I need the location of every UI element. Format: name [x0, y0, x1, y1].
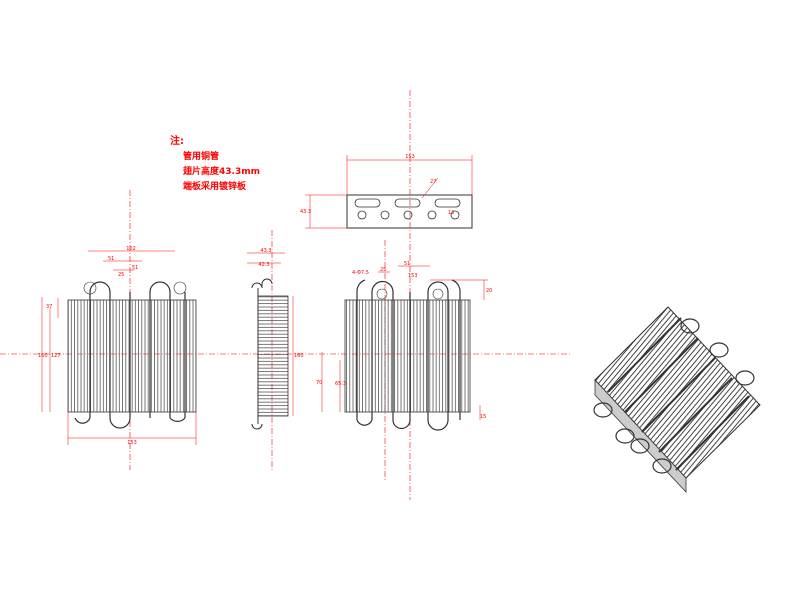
top-view: 153 43.3 27 13 [300, 154, 473, 229]
front-view: 102 51 51 25 153 160 127 37 [38, 246, 197, 446]
front-h1: 160 [38, 353, 48, 359]
top-width-label: 153 [405, 154, 415, 160]
side-inner: 42.3 [258, 262, 269, 268]
center-lines [0, 90, 570, 500]
isometric-view [593, 306, 761, 494]
front-h3: 37 [46, 304, 52, 310]
back-p2: 51 [404, 261, 410, 267]
back-view: 4-Φ7.5 25 51 153 20 15 70 65.3 [316, 261, 492, 431]
front-pitch4: 25 [118, 272, 124, 278]
top-hole-label: 27 [430, 179, 436, 185]
side-view: 43.3 42.3 160 [247, 248, 304, 430]
back-right-bot: 15 [480, 414, 486, 420]
back-holes: 4-Φ7.5 [352, 270, 369, 276]
back-h2: 65.3 [335, 381, 346, 387]
side-depth: 43.3 [260, 248, 271, 254]
front-width: 153 [127, 440, 137, 446]
front-pitch2: 51 [108, 256, 114, 262]
back-p3: 153 [408, 273, 418, 279]
back-h1: 70 [316, 380, 322, 386]
front-pitch3: 51 [132, 265, 138, 271]
note-title: 注: [170, 136, 184, 147]
front-h2: 127 [51, 353, 61, 359]
back-right-top: 20 [486, 288, 492, 294]
note-line-2: 翅片高度43.3mm [183, 167, 260, 177]
top-height-label: 43.3 [300, 209, 311, 215]
side-height: 160 [294, 353, 304, 359]
note-line-1: 管用铜管 [183, 152, 220, 162]
back-p1: 25 [380, 267, 386, 273]
note-line-3: 端板采用镀锌板 [183, 182, 247, 192]
top-slot-label: 13 [448, 210, 454, 216]
front-pitch1: 102 [126, 246, 136, 252]
